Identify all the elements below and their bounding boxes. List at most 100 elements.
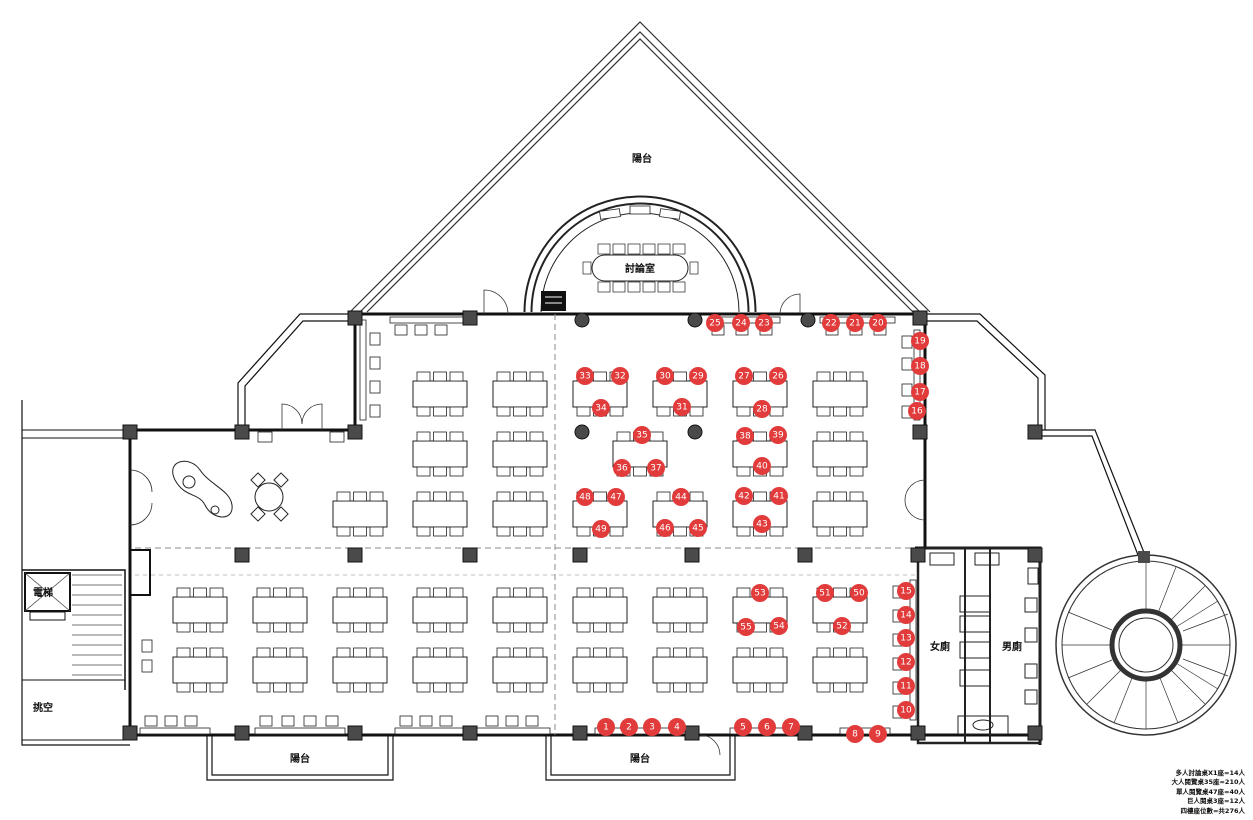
seat-number: 1 — [603, 723, 609, 733]
seat-marker-11[interactable]: 11 — [897, 677, 915, 695]
seat-marker-43[interactable]: 43 — [753, 515, 771, 533]
seat-legend: 多人討論桌X1座=14人 大人閱覽桌35座=210人 單人閱覽桌47座=40人 … — [1171, 769, 1245, 817]
seat-marker-13[interactable]: 13 — [897, 629, 915, 647]
seat-marker-8[interactable]: 8 — [846, 725, 864, 743]
seat-marker-dot — [897, 606, 915, 624]
seat-marker-25[interactable]: 25 — [706, 314, 724, 332]
seat-marker-dot — [689, 519, 707, 537]
meeting-room: 討論室 — [523, 195, 757, 313]
meeting-room-label: 討論室 — [625, 262, 655, 275]
seat-marker-dot — [897, 582, 915, 600]
seat-marker-41[interactable]: 41 — [770, 487, 788, 505]
seat-marker-42[interactable]: 42 — [735, 487, 753, 505]
seat-marker-24[interactable]: 24 — [732, 314, 750, 332]
seat-marker-31[interactable]: 31 — [673, 398, 691, 416]
seat-marker-55[interactable]: 55 — [737, 618, 755, 636]
seat-marker-45[interactable]: 45 — [689, 519, 707, 537]
seat-marker-46[interactable]: 46 — [656, 519, 674, 537]
seat-marker-dot — [656, 519, 674, 537]
seat-marker-dot — [850, 584, 868, 602]
seat-marker-37[interactable]: 37 — [647, 459, 665, 477]
seat-number: 23 — [758, 319, 769, 329]
seat-marker-dot — [732, 314, 750, 332]
seat-marker-51[interactable]: 51 — [816, 584, 834, 602]
seat-marker-35[interactable]: 35 — [633, 426, 651, 444]
seat-marker-dot — [735, 367, 753, 385]
seat-marker-1[interactable]: 1 — [597, 718, 615, 736]
seat-marker-dot — [647, 459, 665, 477]
seat-marker-36[interactable]: 36 — [613, 459, 631, 477]
seat-marker-18[interactable]: 18 — [911, 357, 929, 375]
seat-number: 54 — [773, 622, 785, 632]
seat-marker-49[interactable]: 49 — [592, 520, 610, 538]
seat-marker-dot — [613, 459, 631, 477]
seat-number: 30 — [659, 372, 671, 382]
seat-marker-28[interactable]: 28 — [753, 400, 771, 418]
seat-number: 42 — [738, 492, 749, 502]
seat-marker-9[interactable]: 9 — [869, 725, 887, 743]
seat-marker-dot — [869, 314, 887, 332]
seat-number: 2 — [626, 723, 632, 733]
seat-marker-dot — [668, 718, 686, 736]
seat-marker-dot — [846, 725, 864, 743]
seat-marker-16[interactable]: 16 — [908, 402, 926, 420]
seat-marker-33[interactable]: 33 — [576, 367, 594, 385]
seat-marker-10[interactable]: 10 — [897, 701, 915, 719]
seat-marker-47[interactable]: 47 — [607, 488, 625, 506]
seat-marker-4[interactable]: 4 — [668, 718, 686, 736]
seat-number: 31 — [676, 403, 687, 413]
restrooms — [916, 546, 1042, 745]
seat-marker-2[interactable]: 2 — [620, 718, 638, 736]
seat-marker-5[interactable]: 5 — [734, 718, 752, 736]
seat-marker-50[interactable]: 50 — [850, 584, 868, 602]
seat-marker-dot — [782, 718, 800, 736]
seat-marker-22[interactable]: 22 — [822, 314, 840, 332]
seat-marker-dot — [672, 488, 690, 506]
seat-marker-dot — [607, 488, 625, 506]
seat-marker-52[interactable]: 52 — [833, 617, 851, 635]
seat-number: 48 — [579, 493, 591, 503]
seat-marker-21[interactable]: 21 — [846, 314, 864, 332]
seat-marker-38[interactable]: 38 — [736, 427, 754, 445]
seat-marker-48[interactable]: 48 — [576, 488, 594, 506]
seat-number: 9 — [875, 730, 881, 740]
seat-number: 49 — [595, 525, 607, 535]
seat-marker-dot — [770, 487, 788, 505]
seat-number: 6 — [764, 723, 770, 733]
seat-number: 34 — [595, 404, 607, 414]
seat-marker-dot — [592, 520, 610, 538]
seat-number: 3 — [649, 723, 655, 733]
seat-marker-dot — [822, 314, 840, 332]
seat-marker-12[interactable]: 12 — [897, 653, 915, 671]
seat-marker-20[interactable]: 20 — [869, 314, 887, 332]
seat-marker-6[interactable]: 6 — [758, 718, 776, 736]
seat-marker-17[interactable]: 17 — [911, 383, 929, 401]
seat-number: 8 — [852, 730, 858, 740]
seat-number: 33 — [579, 372, 590, 382]
seat-marker-19[interactable]: 19 — [911, 332, 929, 350]
seat-number: 51 — [819, 589, 830, 599]
seat-marker-54[interactable]: 54 — [770, 617, 788, 635]
top-balcony — [349, 21, 931, 313]
seat-marker-14[interactable]: 14 — [897, 606, 915, 624]
seat-marker-26[interactable]: 26 — [769, 367, 787, 385]
seat-marker-3[interactable]: 3 — [643, 718, 661, 736]
seat-marker-40[interactable]: 40 — [753, 457, 771, 475]
seat-marker-39[interactable]: 39 — [769, 426, 787, 444]
seat-marker-dot — [753, 515, 771, 533]
seat-number: 7 — [788, 723, 794, 733]
seat-number: 10 — [900, 706, 912, 716]
seat-marker-32[interactable]: 32 — [611, 367, 629, 385]
seat-marker-15[interactable]: 15 — [897, 582, 915, 600]
seat-marker-53[interactable]: 53 — [751, 584, 769, 602]
seat-number: 47 — [610, 493, 621, 503]
seat-marker-29[interactable]: 29 — [689, 367, 707, 385]
balcony-bottom-left-label: 陽台 — [290, 752, 310, 765]
seat-marker-30[interactable]: 30 — [656, 367, 674, 385]
seat-marker-34[interactable]: 34 — [592, 399, 610, 417]
seat-marker-44[interactable]: 44 — [672, 488, 690, 506]
seat-marker-7[interactable]: 7 — [782, 718, 800, 736]
seat-marker-27[interactable]: 27 — [735, 367, 753, 385]
seat-marker-23[interactable]: 23 — [755, 314, 773, 332]
seat-number: 44 — [675, 493, 687, 503]
